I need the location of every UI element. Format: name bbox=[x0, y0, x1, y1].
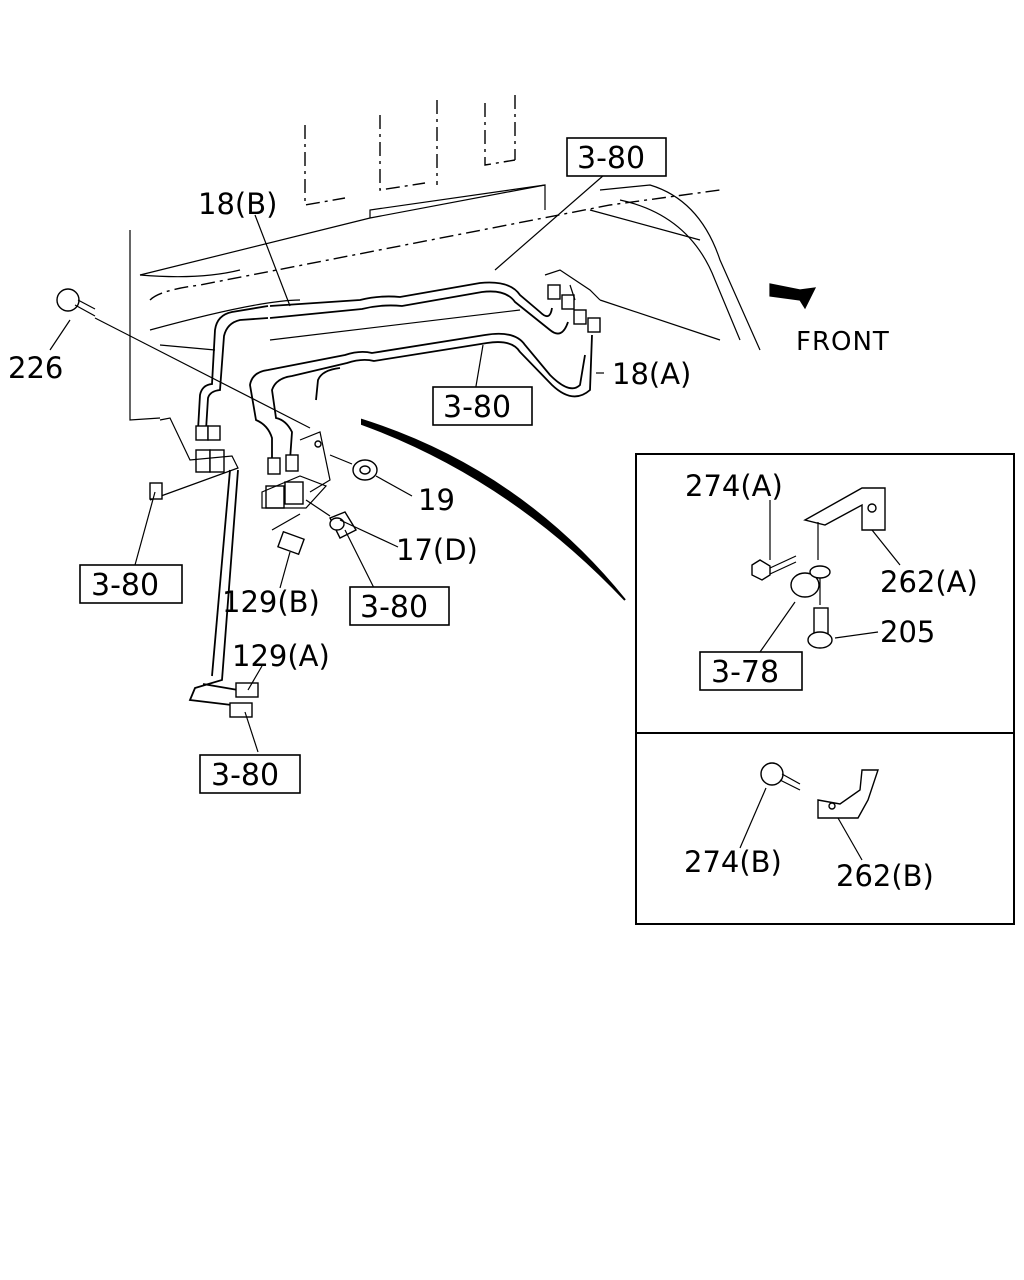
union-17d bbox=[305, 499, 357, 539]
callout-274b: 274(B) bbox=[684, 845, 782, 879]
ref-box-top: 3-80 bbox=[566, 137, 667, 177]
ref-box-center: 3-80 bbox=[349, 586, 450, 626]
callout-129b: 129(B) bbox=[222, 585, 320, 619]
callout-129a: 129(A) bbox=[232, 639, 330, 673]
inset-lower-parts bbox=[739, 762, 879, 861]
ref-left-label: 3-80 bbox=[91, 568, 159, 603]
callout-262b: 262(B) bbox=[836, 859, 934, 893]
ref-bottom-label: 3-80 bbox=[211, 758, 279, 793]
callout-262a: 262(A) bbox=[880, 565, 978, 599]
inset-pointer bbox=[361, 418, 626, 601]
front-direction-arrow: FRONT bbox=[769, 283, 890, 357]
ref-mid-label: 3-80 bbox=[443, 390, 511, 425]
callout-18a: 18(A) bbox=[612, 357, 691, 391]
callout-205: 205 bbox=[880, 615, 935, 649]
callout-226: 226 bbox=[8, 351, 63, 385]
ref-box-bottom: 3-80 bbox=[199, 754, 301, 794]
callout-19: 19 bbox=[418, 483, 455, 517]
inset-panel bbox=[635, 453, 1015, 925]
ref-box-inset: 3-78 bbox=[699, 651, 803, 691]
fitting-129b bbox=[271, 513, 305, 556]
front-pipe-fittings bbox=[544, 269, 601, 333]
bolt-226 bbox=[56, 288, 311, 429]
callout-274a: 274(A) bbox=[685, 469, 783, 503]
ref-center-label: 3-80 bbox=[360, 590, 428, 625]
ref-box-left: 3-80 bbox=[79, 564, 183, 604]
vehicle-frame-outline bbox=[129, 95, 761, 421]
callout-18b: 18(B) bbox=[198, 187, 277, 221]
ref-top-label: 3-80 bbox=[577, 141, 645, 176]
front-label: FRONT bbox=[796, 327, 890, 357]
callout-17d: 17(D) bbox=[396, 533, 478, 567]
ref-box-mid: 3-80 bbox=[432, 386, 533, 426]
fitting-129a bbox=[229, 682, 259, 718]
inset-upper-parts bbox=[751, 487, 901, 653]
grommet-19 bbox=[329, 454, 378, 481]
ref-inset-label: 3-78 bbox=[711, 655, 779, 690]
brake-pipes bbox=[188, 281, 593, 707]
leader-lines bbox=[49, 167, 613, 753]
junction-block bbox=[149, 417, 331, 509]
